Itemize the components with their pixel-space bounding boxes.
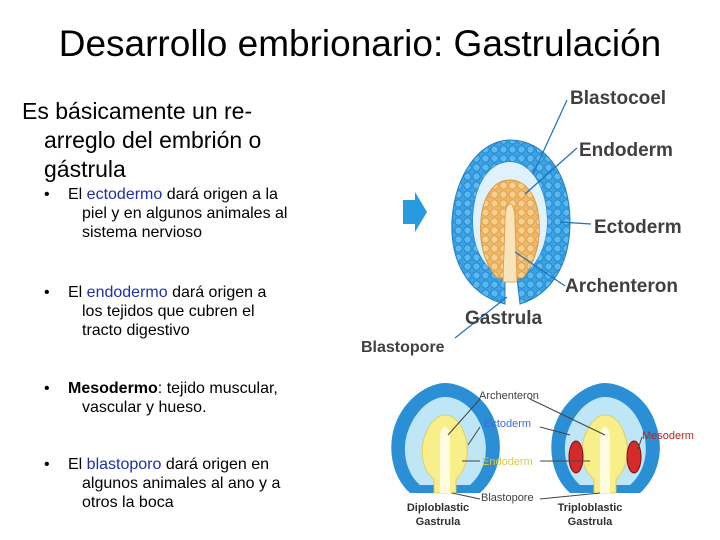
bullet-ectodermo: • El ectodermo dará origen a la piel y e… — [44, 186, 288, 241]
mesoderm-left — [568, 440, 584, 474]
label-archenteron: Archenteron — [565, 276, 678, 297]
intro-line-2: arreglo del embrión o — [44, 127, 262, 153]
label-diploblastic: Diploblastic — [407, 502, 469, 514]
bullet-dot: • — [44, 380, 50, 397]
label-archenteron-bottom: Archenteron — [479, 390, 539, 402]
bullet-dot: • — [44, 284, 50, 301]
bullet-mesodermo: • Mesodermo: tejido muscular, vascular y… — [44, 380, 278, 416]
label-endoderm-bottom: Endoderm — [482, 456, 533, 468]
label-ectoderm-bottom: Ectoderm — [484, 418, 531, 430]
bullet-dot: • — [44, 186, 50, 203]
diploblastic-gastrula — [391, 383, 500, 494]
label-triploblastic-gastrula: Gastrula — [568, 516, 614, 528]
archenteron-cavity — [502, 203, 518, 283]
leader-lines — [454, 99, 592, 339]
label-endoderm: Endoderm — [579, 140, 673, 161]
arrow-icon — [403, 192, 427, 232]
label-gastrula: Gastrula — [465, 308, 543, 329]
bullet-blastoporo: • El blastoporo dará origen en algunos a… — [44, 456, 281, 511]
term-endodermo: endodermo — [86, 284, 168, 301]
triploblastic-gastrula — [551, 383, 660, 494]
bullet-dot: • — [44, 456, 50, 473]
label-blastopore-bottom: Blastopore — [481, 492, 534, 504]
term-ectodermo: ectodermo — [86, 186, 163, 203]
term-mesodermo: Mesodermo — [68, 380, 158, 397]
germ-layers-diagram: Archenteron Ectoderm Endoderm Blastopore… — [391, 383, 694, 528]
intro-paragraph: Es básicamente un re- arreglo del embrió… — [22, 97, 332, 184]
label-blastopore: Blastopore — [361, 339, 445, 356]
label-triploblastic: Triploblastic — [558, 502, 623, 514]
slide-title: Desarrollo embrionario: Gastrulación — [58, 23, 662, 64]
mesoderm-right — [626, 440, 642, 474]
label-ectoderm: Ectoderm — [594, 217, 682, 238]
label-mesoderm: Mesoderm — [642, 430, 694, 442]
intro-line-1: Es básicamente un re- — [22, 98, 253, 124]
label-blastocoel: Blastocoel — [570, 88, 666, 109]
bottom-leader-lines — [447, 398, 643, 500]
label-diploblastic-gastrula: Gastrula — [416, 516, 462, 528]
bullet-endodermo: • El endodermo dará origen a los tejidos… — [44, 284, 267, 339]
term-blastoporo: blastoporo — [86, 456, 162, 473]
gastrula-diagram: Blastocoel Endoderm Ectoderm Archenteron… — [361, 88, 682, 356]
intro-line-3: gástrula — [44, 156, 126, 182]
